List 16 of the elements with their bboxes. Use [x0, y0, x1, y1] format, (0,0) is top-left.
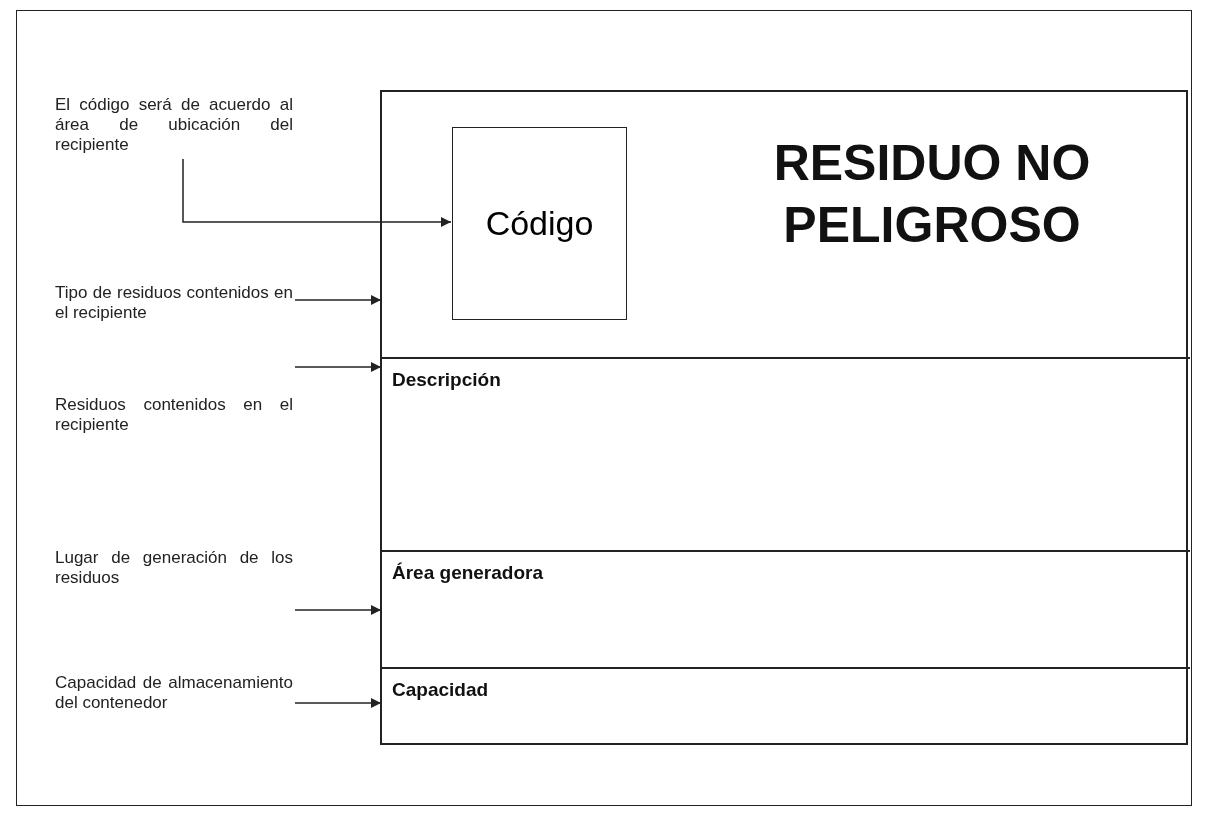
callout-text: Residuos contenidos en el recipiente [55, 395, 293, 440]
callout-text: Capacidad de almacenamiento del contenedor [55, 673, 293, 733]
arrow [294, 294, 382, 306]
code-box: Código [452, 127, 627, 320]
callout-text: Tipo de residuos contenidos en el recipiente [55, 283, 293, 343]
label-title: RESIDUO NO PELIGROSO [772, 134, 1092, 255]
callout-text: Lugar de generación de los residuos [55, 548, 293, 593]
arrow [294, 697, 382, 709]
callout-text: El código será de acuerdo al área de ubicación del recipiente [55, 95, 293, 155]
section-title: Descripción [392, 369, 501, 391]
arrow [294, 604, 382, 616]
arrow [182, 158, 452, 228]
section-title: Área generadora [392, 562, 543, 584]
section-title: Capacidad [392, 679, 489, 701]
waste-label [380, 90, 1188, 745]
arrow [294, 361, 382, 373]
